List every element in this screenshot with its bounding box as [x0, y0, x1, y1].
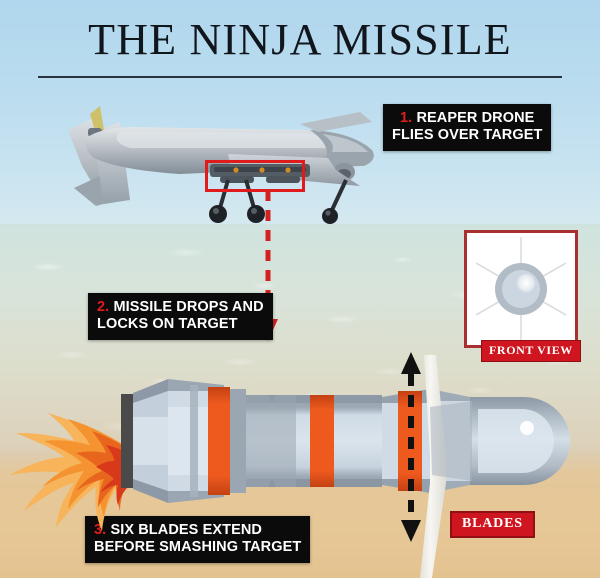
caption-1: 1. REAPER DRONE FLIES OVER TARGET [383, 104, 552, 151]
front-view-label: FRONT VIEW [481, 340, 581, 362]
caption-3-number: 3. [94, 522, 107, 538]
blade-extension-arrow [398, 352, 424, 542]
tail-band [208, 387, 230, 495]
title-divider [38, 76, 562, 78]
nozzle-plate [121, 394, 133, 488]
caption-2: 2. MISSILE DROPS AND LOCKS ON TARGET [88, 293, 273, 340]
caption-1-line2: FLIES OVER TARGET [392, 127, 543, 143]
missile-highlight-box [205, 160, 305, 192]
front-view-panel [464, 230, 578, 348]
blades-callout-label: BLADES [450, 511, 535, 538]
caption-2-line2: LOCKS ON TARGET [97, 316, 238, 332]
ninja-missile-diagram [0, 355, 600, 578]
caption-1-number: 1. [400, 110, 413, 126]
caption-2-line1: MISSILE DROPS AND [113, 299, 264, 315]
exhaust-flame [10, 413, 130, 531]
caption-2-number: 2. [97, 299, 110, 315]
caption-3-line2: BEFORE SMASHING TARGET [94, 539, 302, 555]
caption-1-line1: REAPER DRONE [416, 110, 535, 126]
nose-highlight [520, 421, 534, 435]
caption-3: 3. SIX BLADES EXTEND BEFORE SMASHING TAR… [85, 516, 311, 563]
mid-band [310, 395, 334, 487]
page-title: THE NINJA MISSILE [88, 15, 512, 64]
caption-3-line1: SIX BLADES EXTEND [110, 522, 262, 538]
